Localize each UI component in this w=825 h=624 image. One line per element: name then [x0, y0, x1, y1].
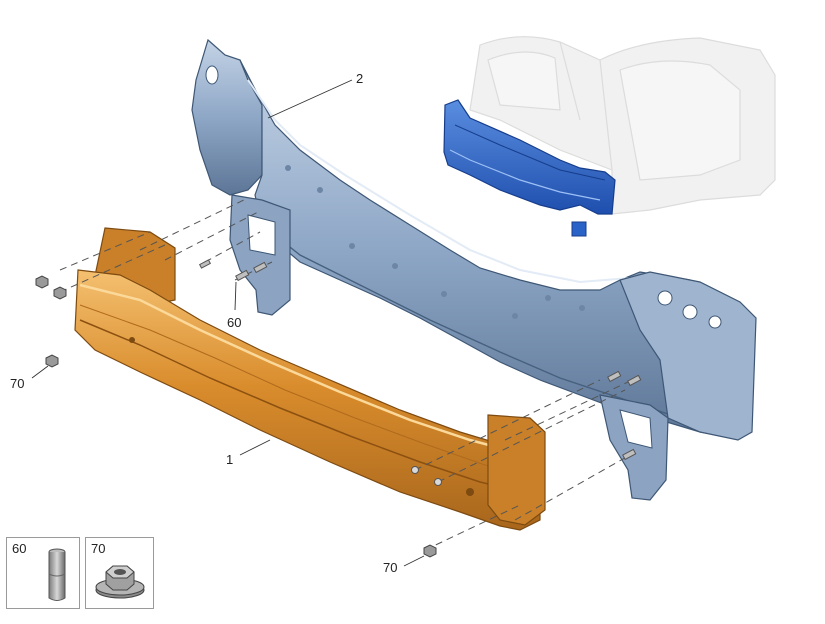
callout-nut-bottom: 70 — [383, 560, 398, 575]
callout-nut-left: 70 — [10, 376, 25, 391]
studs — [198, 259, 642, 461]
legend-stud-number: 60 — [12, 541, 27, 556]
legend-nut-number: 70 — [91, 541, 106, 556]
inset-crossmember-highlight — [443, 99, 616, 237]
flange-nut-icon — [95, 565, 145, 599]
front-crossmember — [191, 38, 757, 501]
nuts — [35, 275, 437, 558]
legend-nut: 70 — [85, 537, 154, 609]
leader-lines — [31, 79, 425, 567]
legend-stud: 60 — [6, 537, 80, 609]
stud-icon — [48, 548, 66, 601]
bumper-beam — [74, 227, 546, 531]
callout-stud: 60 — [227, 315, 242, 330]
assembly-lines — [59, 197, 631, 551]
callout-bumper-beam: 1 — [226, 452, 234, 467]
bolts — [411, 466, 442, 486]
callout-crossmember: 2 — [356, 71, 364, 86]
vehicle-body-ghost — [469, 36, 776, 215]
